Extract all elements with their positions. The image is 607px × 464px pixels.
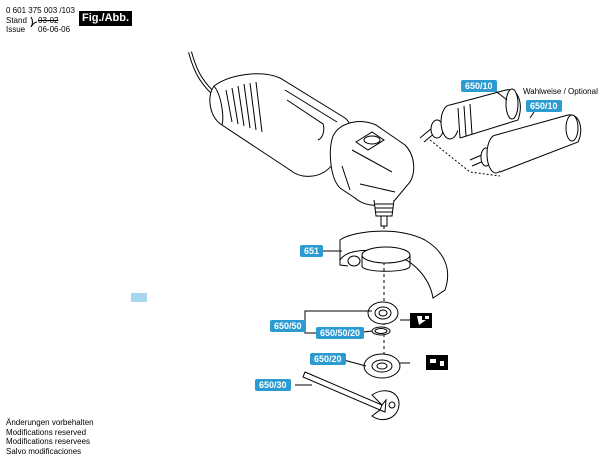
callout-651: 651 bbox=[300, 245, 324, 257]
o-ring bbox=[371, 326, 391, 336]
optional-note: Wahlweise / Optional bbox=[523, 87, 598, 96]
callout-650-20: 650/20 bbox=[310, 353, 346, 365]
highlight-marker bbox=[131, 293, 147, 302]
power-cable bbox=[188, 51, 214, 94]
auxiliary-handle-2 bbox=[469, 114, 582, 174]
callout-650-10-b: 650/10 bbox=[526, 100, 562, 112]
callout-650-10-a: 650/10 bbox=[461, 80, 497, 92]
stand-value: 03-02 bbox=[38, 16, 59, 25]
issue-label: Issue bbox=[6, 25, 26, 34]
tightening-icon-2 bbox=[426, 355, 448, 370]
footer-line: Modifications reservees bbox=[6, 437, 91, 446]
two-pin-spanner bbox=[302, 371, 400, 420]
wheel-guard bbox=[339, 230, 449, 299]
grinder-body bbox=[209, 73, 415, 227]
figure-badge: Fig./Abb. 2 bbox=[79, 11, 132, 39]
footer-line: Modifications reserved bbox=[6, 427, 87, 437]
auxiliary-handle-1 bbox=[419, 88, 521, 143]
mounting-flange bbox=[367, 301, 399, 325]
callout-650-30: 650/30 bbox=[255, 379, 291, 391]
tightening-icon-1 bbox=[410, 313, 432, 328]
part-number: 0 601 375 003 /103 bbox=[6, 6, 75, 15]
issue-value: 06-06-06 bbox=[38, 25, 71, 34]
stand-label: Stand bbox=[6, 16, 27, 25]
clamping-nut bbox=[363, 353, 401, 379]
footer-line: Änderungen vorbehalten bbox=[6, 418, 94, 427]
footer-notes: Änderungen vorbehalten Modifications res… bbox=[6, 418, 94, 456]
footer-line: Salvo modificaciones bbox=[6, 446, 82, 456]
callout-650-50: 650/50 bbox=[270, 320, 306, 332]
callout-650-50-20: 650/50/20 bbox=[316, 327, 365, 339]
